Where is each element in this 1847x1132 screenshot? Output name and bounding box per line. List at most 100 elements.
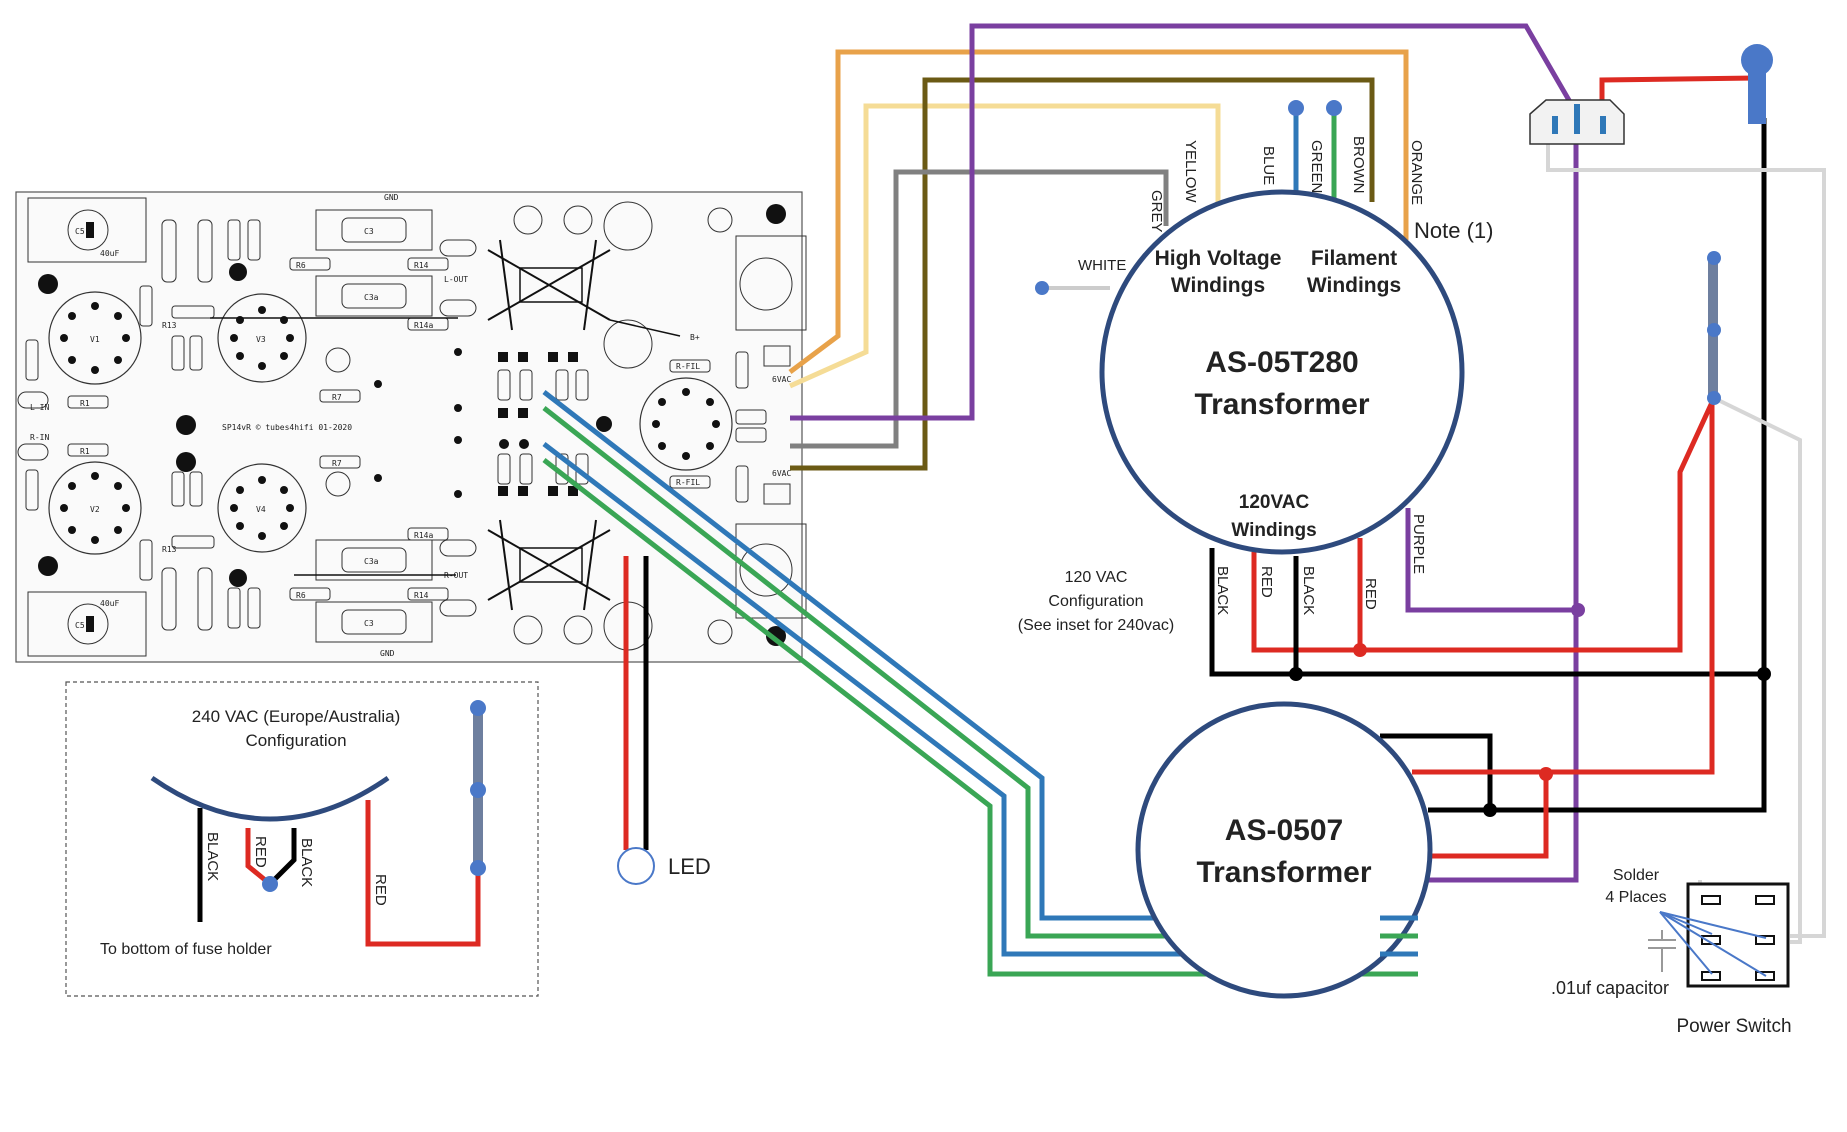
- capacitor-label: .01uf capacitor: [1551, 978, 1669, 998]
- svg-text:C5: C5: [75, 227, 85, 236]
- label-black2: BLACK: [1300, 566, 1317, 615]
- terminal-dot: [1707, 391, 1721, 405]
- svg-text:R6: R6: [296, 261, 306, 270]
- label-white: WHITE: [1078, 257, 1126, 274]
- cap-value-bottom: 40uF: [100, 599, 119, 608]
- label-black1: BLACK: [1214, 566, 1231, 615]
- iec-inlet: [1529, 99, 1625, 145]
- wire-small-red2: [1424, 774, 1549, 859]
- terminal-dot: [1707, 251, 1721, 265]
- pcb-r-out: R-OUT: [444, 571, 468, 580]
- wire-fuse-red: [1599, 75, 1757, 110]
- red-junction: [1539, 767, 1553, 781]
- main-transformer: High Voltage Windings Filament Windings …: [1099, 189, 1465, 555]
- capacitor-icon: [1648, 930, 1676, 972]
- svg-text:R14: R14: [414, 261, 429, 270]
- main-transformer-name: AS-05T280: [1205, 346, 1358, 379]
- hv-windings-line1: High Voltage: [1155, 247, 1282, 270]
- wire-brown: [790, 77, 1375, 471]
- pcb-gnd-top: GND: [384, 193, 399, 202]
- label-yellow: YELLOW: [1182, 140, 1199, 203]
- solder-line1: Solder: [1613, 867, 1660, 884]
- svg-text:R14: R14: [414, 591, 429, 600]
- pcb-gnd-bottom: GND: [380, 649, 395, 658]
- pcb-board: 40uF 40uF C5 C5: [15, 191, 807, 663]
- inset-240vac: 240 VAC (Europe/Australia) Configuration…: [65, 681, 539, 997]
- svg-text:C3a: C3a: [364, 557, 379, 566]
- wire-primary-black1: [1209, 548, 1764, 677]
- inset-title-line2: Configuration: [245, 731, 346, 750]
- wire-switch-grey2: [1713, 396, 1802, 944]
- label-grey: GREY: [1148, 190, 1165, 233]
- wire-primary-red1: [1251, 396, 1717, 653]
- primary-windings-line2: Windings: [1231, 520, 1316, 541]
- power-switch-label: Power Switch: [1676, 1016, 1791, 1037]
- wire-orange: [788, 49, 1409, 374]
- black-junction: [1483, 803, 1497, 817]
- wire-labels: WHITE GREY YELLOW BLUE GREEN BROWN ORANG…: [1078, 136, 1427, 615]
- pcb-l-out: L-OUT: [444, 275, 468, 284]
- svg-text:V3: V3: [256, 335, 266, 344]
- pcb-board-label: SP14vR © tubes4hifi 01-2020: [222, 423, 352, 432]
- svg-text:R6: R6: [296, 591, 306, 600]
- power-switch: [1686, 882, 1790, 988]
- wire-small-black1: [1380, 733, 1493, 810]
- svg-text:C5: C5: [75, 621, 85, 630]
- green-wire-end: [1326, 100, 1342, 116]
- label-brown: BROWN: [1350, 136, 1367, 194]
- filament-windings-line1: Filament: [1311, 247, 1397, 270]
- red-junction: [1353, 643, 1367, 657]
- svg-text:C3: C3: [364, 619, 374, 628]
- small-transformer-word: Transformer: [1196, 856, 1371, 889]
- cap-value-top: 40uF: [100, 249, 119, 258]
- pcb-r-in: R-IN: [30, 433, 49, 442]
- label-purple: PURPLE: [1410, 514, 1427, 574]
- wire-yellow: [788, 103, 1221, 389]
- inset-label-red2: RED: [372, 874, 389, 906]
- led-icon: [617, 847, 655, 885]
- config-120-line3: (See inset for 240vac): [1018, 617, 1175, 634]
- small-transformer: AS-0507 Transformer: [1135, 701, 1433, 999]
- filament-windings-line2: Windings: [1307, 274, 1401, 297]
- inset-label-black1: BLACK: [204, 832, 221, 881]
- svg-text:R13: R13: [162, 545, 177, 554]
- pcb-6vac-bottom: 6VAC: [772, 469, 791, 478]
- purple-junction: [1571, 603, 1585, 617]
- pcb-bplus: B+: [690, 333, 700, 342]
- config-120-line1: 120 VAC: [1065, 569, 1128, 586]
- label-red1: RED: [1258, 566, 1275, 598]
- hv-windings-line2: Windings: [1171, 274, 1265, 297]
- svg-text:R7: R7: [332, 393, 342, 402]
- led-label: LED: [668, 854, 711, 879]
- wire-purple-top: [790, 23, 1579, 883]
- svg-text:R14a: R14a: [414, 321, 433, 330]
- solder-line2: 4 Places: [1605, 889, 1666, 906]
- label-red2: RED: [1362, 578, 1379, 610]
- note-1: Note (1): [1414, 218, 1493, 243]
- black-junction: [1757, 667, 1771, 681]
- svg-text:V4: V4: [256, 505, 266, 514]
- pcb-r-fil-bottom: R-FIL: [676, 478, 700, 487]
- svg-text:R7: R7: [332, 459, 342, 468]
- white-wire-end: [1035, 281, 1049, 295]
- primary-windings-line1: 120VAC: [1239, 492, 1310, 513]
- inset-title-line1: 240 VAC (Europe/Australia): [192, 707, 401, 726]
- fuse-holder: [1741, 44, 1773, 124]
- svg-text:C3: C3: [364, 227, 374, 236]
- svg-text:V1: V1: [90, 335, 100, 344]
- svg-text:V2: V2: [90, 505, 100, 514]
- svg-text:C3a: C3a: [364, 293, 379, 302]
- blue-wire-end: [1288, 100, 1304, 116]
- terminal-dot: [1707, 323, 1721, 337]
- inset-label-red1: RED: [252, 836, 269, 868]
- wire-small-black2: [1428, 118, 1767, 813]
- small-transformer-name: AS-0507: [1225, 814, 1343, 847]
- main-transformer-word: Transformer: [1194, 388, 1369, 421]
- pcb-r-fil-top: R-FIL: [676, 362, 700, 371]
- config-120: 120 VAC Configuration (See inset for 240…: [1018, 569, 1175, 634]
- wire-grey: [790, 169, 1169, 449]
- svg-text:R1: R1: [80, 447, 90, 456]
- pcb-6vac-top: 6VAC: [772, 375, 791, 384]
- inset-label-black2: BLACK: [298, 838, 315, 887]
